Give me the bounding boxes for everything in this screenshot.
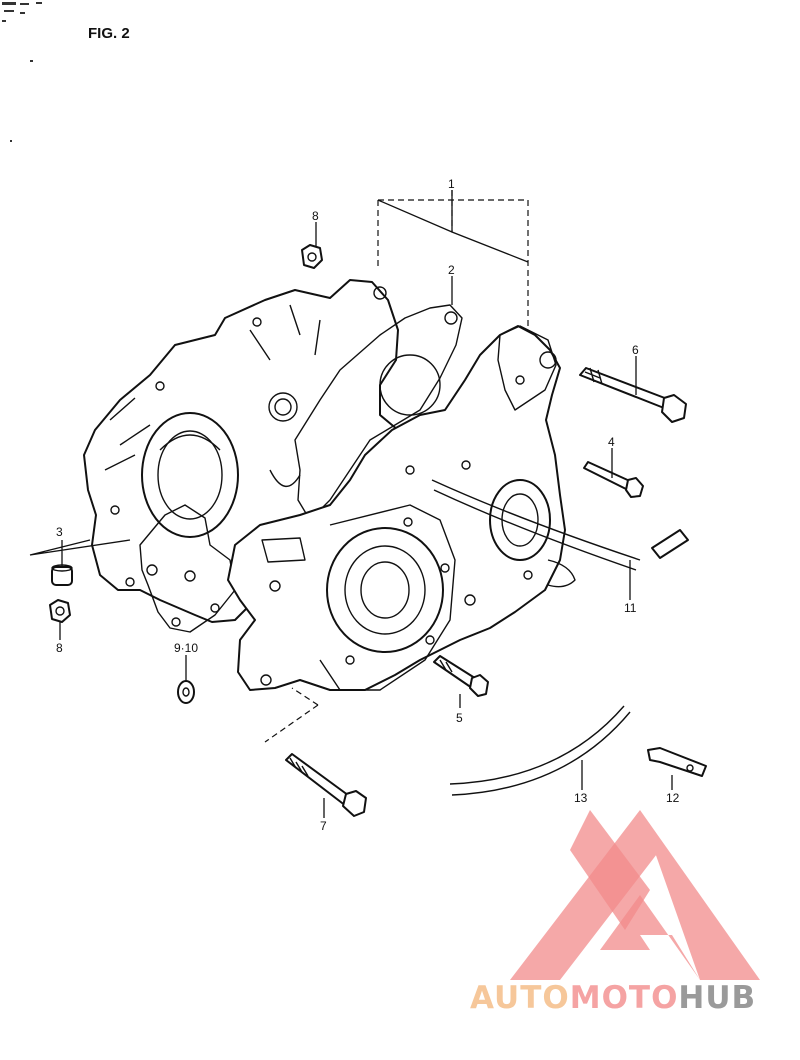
watermark-auto: AUTO [470, 980, 570, 1016]
leader-lines [29, 190, 673, 818]
nut-8-left [49, 599, 71, 623]
callout-labels: 1 2 3 4 5 6 7 8 8 9·10 11 12 13 [56, 177, 680, 833]
callout-6: 6 [632, 343, 639, 357]
callout-13: 13 [574, 791, 588, 805]
callout-8-top: 8 [312, 209, 319, 223]
scan-noise [2, 2, 42, 142]
callout-11: 11 [624, 601, 637, 615]
nut-8-top [301, 244, 323, 269]
callout-9-10: 9·10 [174, 641, 198, 655]
logo-triangle-icon [510, 810, 760, 980]
callout-2: 2 [448, 263, 455, 277]
watermark-text: AUTOMOTOHUB [470, 980, 756, 1016]
washer-9-10 [177, 680, 195, 704]
clamp-12 [647, 747, 707, 777]
watermark-moto: MOTO [570, 980, 679, 1016]
dowel-pin-3 [51, 564, 73, 586]
bolt-5 [433, 655, 489, 697]
breather-hose-11 [431, 479, 689, 571]
logo-m-icon [570, 810, 650, 930]
figure-title: FIG. 2 [88, 25, 130, 42]
hose-13 [449, 705, 631, 796]
crankcase-assembly [83, 279, 576, 691]
bolt-7 [285, 753, 367, 817]
callout-7: 7 [320, 819, 327, 833]
callout-5: 5 [456, 711, 463, 725]
bolt-6 [579, 367, 687, 423]
callout-12: 12 [666, 791, 680, 805]
callout-8-left: 8 [56, 641, 63, 655]
callout-4: 4 [608, 435, 615, 449]
callout-3: 3 [56, 525, 63, 539]
callout-1: 1 [448, 177, 455, 191]
watermark-hub: HUB [678, 980, 756, 1016]
watermark-logo [510, 810, 760, 980]
bolt-4 [583, 461, 644, 498]
